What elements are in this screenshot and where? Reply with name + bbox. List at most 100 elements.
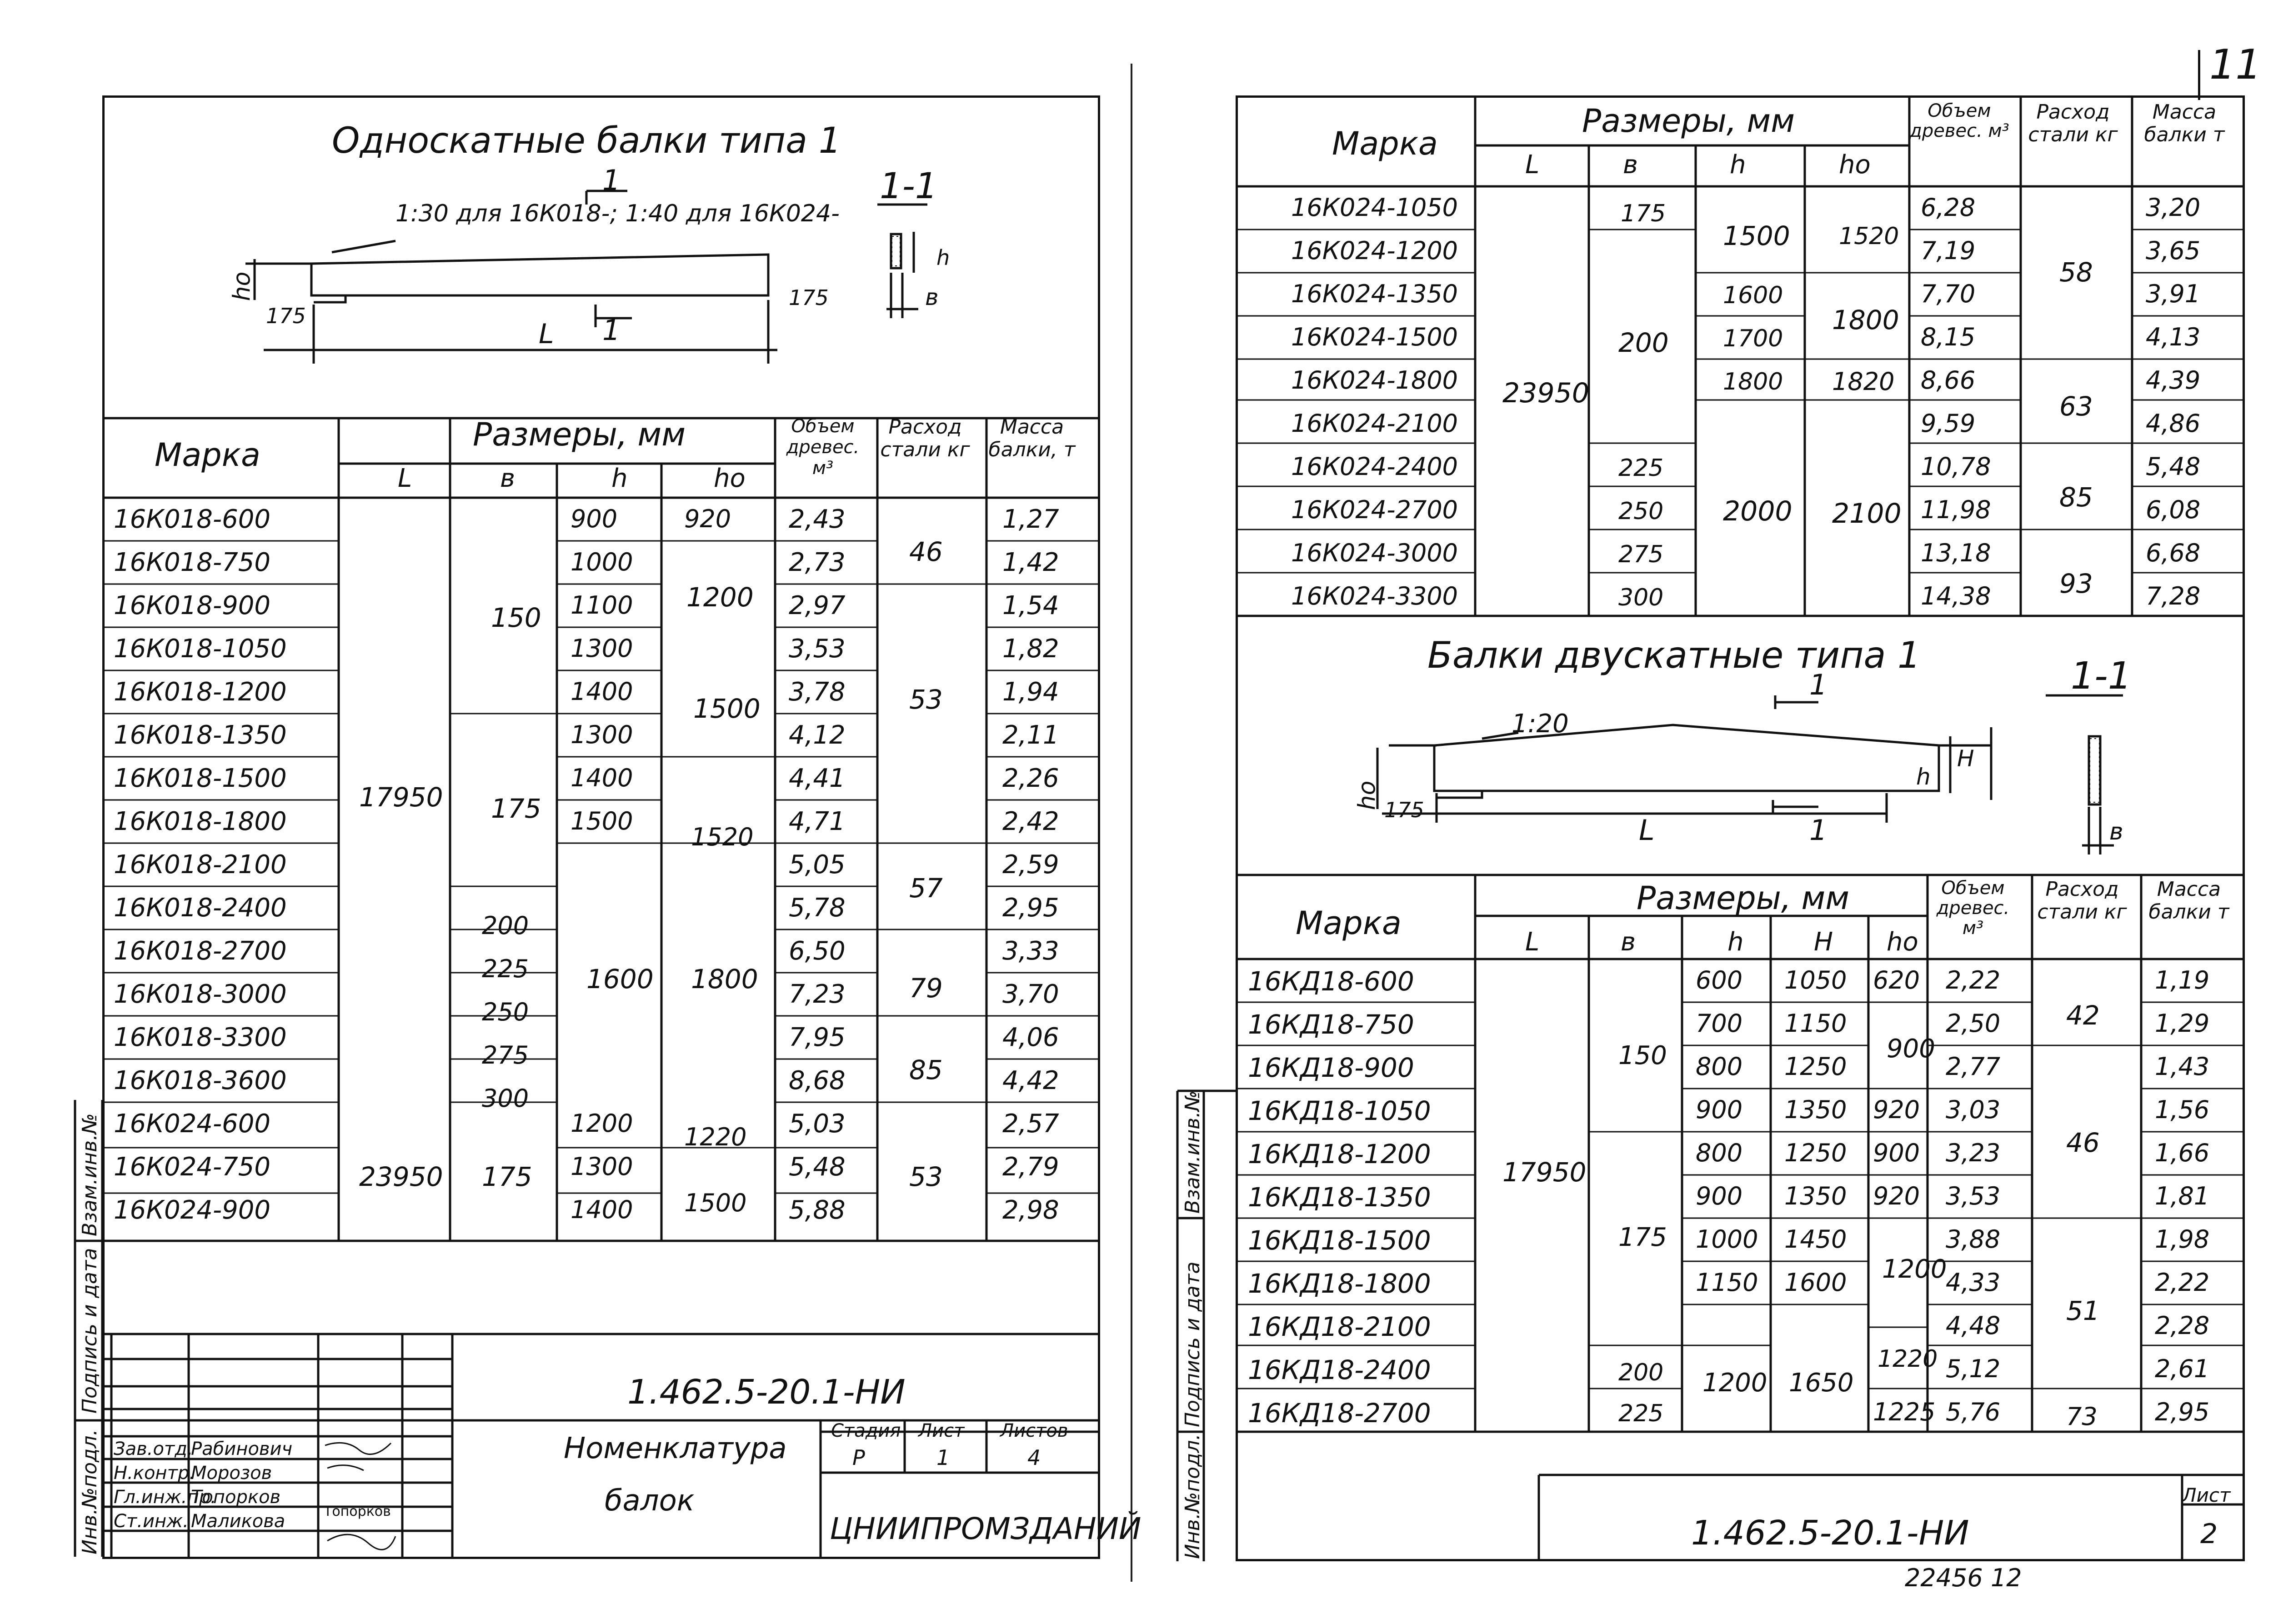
left-row-vol-cell: 6,50: [789, 936, 846, 966]
rt2-row-mass-cell: 1,43: [2155, 1052, 2210, 1081]
left-steel-53b: 53: [909, 1161, 943, 1192]
left-stamp-grid: [102, 1333, 1100, 1557]
rt1-row-vol-cell: 8,66: [1921, 366, 1976, 395]
rt1-th-marka: Марка: [1332, 125, 1438, 162]
right-stamp-code: 1.462.5-20.1-НИ: [1691, 1514, 1969, 1553]
rt2-row-mass-cell: 2,95: [2155, 1398, 2210, 1426]
left-row-vol-cell: 5,48: [789, 1152, 846, 1182]
rt2-th-sizes: Размеры, мм: [1637, 879, 1850, 917]
diagram1-length-dim: L: [539, 318, 554, 350]
rt1-row-mass-cell: 6,68: [2146, 539, 2201, 567]
rt1-row-marka-cell: 16К024-1800: [1291, 366, 1458, 395]
left-row-h-cell: 1000: [571, 548, 633, 576]
stamp-name-3: Маликова: [191, 1511, 285, 1532]
left-row-vol-cell: 5,05: [789, 850, 846, 879]
rt2-row-marka-cell: 16КД18-750: [1248, 1009, 1414, 1040]
diagram2-cut-bottom: 1: [1809, 814, 1827, 847]
rt1-b-200: 200: [1618, 327, 1669, 358]
rt2-row-mass-cell: 1,56: [2155, 1095, 2210, 1124]
rt1-row-mass-cell: 4,13: [2146, 323, 2201, 351]
left-row-mass-cell: 1,82: [1002, 634, 1059, 664]
rt1-row-mass-cell: 6,08: [2146, 495, 2201, 524]
rt1-row-marka-cell: 16К024-3300: [1291, 582, 1458, 610]
left-row-vol-cell: 8,68: [789, 1066, 846, 1095]
left-row-marka-cell: 16К018-900: [114, 591, 270, 620]
rt2-h-1200: 1200: [1702, 1368, 1767, 1398]
left-ho-1220: 1220: [684, 1123, 747, 1151]
rt1-steel-58: 58: [2059, 257, 2093, 288]
diagram2-bearings: [1434, 790, 1939, 799]
rt2-row-marka-cell: 16КД18-1350: [1248, 1182, 1431, 1213]
left-row-vol-cell: 2,73: [789, 548, 846, 577]
left-b-200: 200: [482, 911, 529, 940]
rt1-b-300: 300: [1618, 584, 1664, 611]
left-row-mass-cell: 2,26: [1002, 764, 1059, 793]
diagram2-section-rect: [2088, 735, 2102, 806]
diagram2-h: h: [1916, 764, 1931, 790]
page-number: 11: [2209, 41, 2262, 89]
diagram2-section-b: в: [2109, 818, 2123, 845]
rt2-row-marka-cell: 16КД18-1050: [1248, 1095, 1431, 1126]
rt2-row-H-cell: 1450: [1784, 1225, 1847, 1254]
rt2-th-H: H: [1814, 927, 1833, 957]
rt1-th-mass: Масса балки т: [2144, 100, 2225, 146]
rt1-h-1600: 1600: [1723, 282, 1783, 309]
diagram2-title: Балки двускатные типа 1: [1427, 634, 1921, 676]
rt2-row-vol-cell: 3,03: [1946, 1095, 2001, 1124]
left-row-h-cell: 1400: [571, 1195, 633, 1224]
stamp-name-0: Рабинович: [191, 1439, 293, 1459]
left-steel-79: 79: [909, 973, 943, 1004]
rt1-b-175: 175: [1621, 200, 1666, 227]
rt2-row-vol-cell: 2,50: [1946, 1009, 2001, 1038]
rt2-row-H-cell: 1350: [1784, 1095, 1847, 1124]
rt1-ho-1520: 1520: [1839, 223, 1899, 250]
rt1-row-mass-cell: 3,91: [2146, 280, 2201, 308]
left-row-marka-cell: 16К018-750: [114, 548, 270, 577]
rt2-row-H-cell: 1600: [1784, 1268, 1847, 1297]
left-sheets-value: 4: [1027, 1445, 1041, 1470]
left-row-mass-cell: 2,59: [1002, 850, 1059, 879]
diagram1-slope-leader: [331, 240, 396, 254]
left-L-17950: 17950: [359, 782, 443, 813]
rt1-th-sizes: Размеры, мм: [1582, 102, 1795, 140]
rt2-row-vol-cell: 2,22: [1946, 966, 2001, 994]
rt2-row-marka-cell: 16КД18-1200: [1248, 1139, 1431, 1169]
rt1-row-marka-cell: 16К024-2700: [1291, 495, 1458, 524]
left-row-h-cell: 1300: [571, 1152, 633, 1181]
rt2-row-h-cell: 900: [1696, 1095, 1743, 1124]
rt1-th-h: h: [1730, 150, 1746, 180]
rt2-row-marka-cell: 16КД18-900: [1248, 1052, 1414, 1083]
left-ho-920: 920: [684, 505, 731, 533]
left-ho-1500: 1500: [693, 693, 761, 724]
left-row-mass-cell: 2,57: [1002, 1109, 1059, 1139]
left-stamp-name2: балок: [605, 1484, 695, 1518]
left-b-275: 275: [482, 1041, 529, 1069]
rt1-th-vol: Объем древес. м³: [1909, 100, 2009, 141]
left-row-marka-cell: 16К018-1350: [114, 720, 287, 750]
rt1-th-b: в: [1623, 150, 1638, 180]
left-b-250: 250: [482, 998, 529, 1026]
right-stamp-grid: [1537, 1474, 2245, 1561]
rt1-b-250: 250: [1618, 498, 1664, 525]
hatching-marks: [891, 236, 2100, 803]
rt1-row-mass-cell: 4,86: [2146, 409, 2201, 438]
left-row-h-cell: 1200: [571, 1109, 633, 1138]
rt1-row-marka-cell: 16К024-2100: [1291, 409, 1458, 438]
diagram1-title: Односкатные балки типа 1: [332, 120, 841, 161]
left-row-mass-cell: 1,27: [1002, 505, 1059, 534]
rt2-row-h-cell: 800: [1696, 1052, 1743, 1081]
rt2-row-h-cell: 700: [1696, 1009, 1743, 1038]
rt2-row-H-cell: 1350: [1784, 1182, 1847, 1210]
rt2-b-200: 200: [1618, 1359, 1664, 1386]
diagram2-cut-marks: [1772, 695, 1818, 814]
rt1-row-vol-cell: 6,28: [1921, 193, 1976, 222]
rt2-row-H-cell: 1250: [1784, 1139, 1847, 1167]
left-row-marka-cell: 16К018-3300: [114, 1023, 287, 1052]
rt2-row-ho-cell: 900: [1873, 1139, 1920, 1167]
rt1-row-lines: [1236, 229, 2245, 574]
left-row-marka-cell: 16К018-2100: [114, 850, 287, 879]
th-L: L: [398, 464, 412, 493]
rt1-row-vol-cell: 13,18: [1921, 539, 1991, 567]
rt2-grid: [1236, 874, 2245, 1433]
rt2-row-mass-cell: 1,98: [2155, 1225, 2210, 1254]
